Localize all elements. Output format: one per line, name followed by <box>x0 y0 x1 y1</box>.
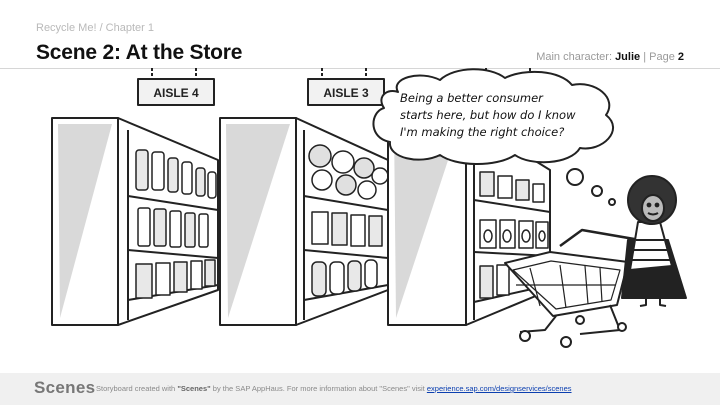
store-scene-illustration: AISLE 4 AISLE 3 Being a better consumer … <box>51 68 687 348</box>
shopping-cart <box>504 228 641 348</box>
speech-line-2: starts here, but how do I know <box>400 108 576 122</box>
page-title: Scene 2: At the Store <box>36 41 243 64</box>
scenes-logo: Scenes <box>34 378 96 397</box>
footer-credit: Storyboard created with "Scenes" by the … <box>96 384 572 393</box>
footer: Scenes Storyboard created with "Scenes" … <box>0 373 720 405</box>
page-label: | Page <box>643 51 675 63</box>
aisle-sign-3 <box>307 78 385 106</box>
footer-scenes-name: "Scenes" <box>177 384 211 393</box>
speech-bubble <box>372 68 616 206</box>
julie-character <box>621 175 687 307</box>
header-divider <box>0 68 720 69</box>
main-character-name: Julie <box>615 51 641 63</box>
main-character-label: Main character: <box>536 51 612 63</box>
aisle-sign-3-label: AISLE 3 <box>323 86 369 100</box>
aisle-sign-4-label: AISLE 4 <box>153 86 199 100</box>
page-number: 2 <box>677 51 684 63</box>
shelf-aisle-4 <box>51 117 219 326</box>
speech-line-1: Being a better consumer <box>400 91 544 105</box>
aisle-sign-4 <box>137 78 215 106</box>
footer-middle: by the SAP AppHaus. For more information… <box>212 384 425 393</box>
speech-line-3: I'm making the right choice? <box>400 125 564 139</box>
breadcrumb: Recycle Me! / Chapter 1 <box>36 22 154 34</box>
character-page-info: Main character: Julie | Page 2 <box>536 51 684 63</box>
footer-prefix: Storyboard created with <box>96 384 176 393</box>
scenes-website-link[interactable]: experience.sap.com/designservices/scenes <box>426 384 572 393</box>
shelf-aisle-3 <box>219 117 389 326</box>
